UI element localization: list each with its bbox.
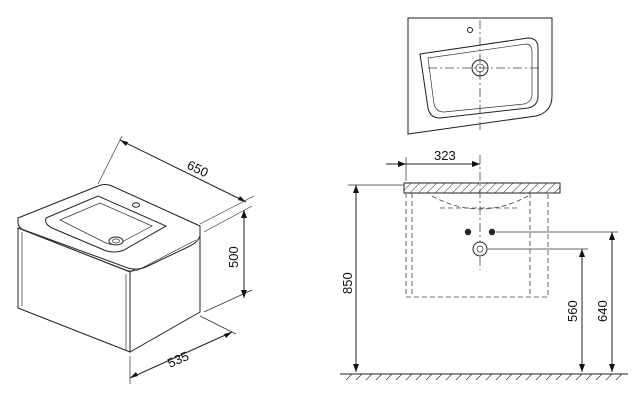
- half-width-dimension-label: 323: [434, 148, 456, 163]
- supply-height-dimension-label: 640: [595, 300, 610, 322]
- basin-bowl: [45, 195, 168, 253]
- top-view: [407, 17, 553, 135]
- drain-height-dimension-label: 560: [565, 300, 580, 322]
- basin-drain: [108, 236, 124, 246]
- height-dimension-label: 500: [226, 246, 241, 268]
- top-view-tap-hole: [467, 27, 473, 33]
- front-view-drain: [472, 241, 488, 257]
- front-view-countertop: [403, 182, 561, 194]
- top-view-bowl-outer: [419, 37, 539, 119]
- floor-hatch: [345, 373, 623, 381]
- depth-dimension-label: 535: [165, 348, 191, 371]
- front-view-cabinet-outline: [405, 193, 549, 298]
- cold-supply-icon: [464, 228, 472, 236]
- total-height-dimension-label: 850: [340, 272, 355, 294]
- front-view: 323 850 560 640: [340, 148, 628, 381]
- hot-supply-icon: [488, 228, 496, 236]
- tap-hole: [132, 202, 140, 208]
- width-dimension-label: 650: [185, 157, 211, 180]
- isometric-view: 650 500 535: [17, 135, 255, 384]
